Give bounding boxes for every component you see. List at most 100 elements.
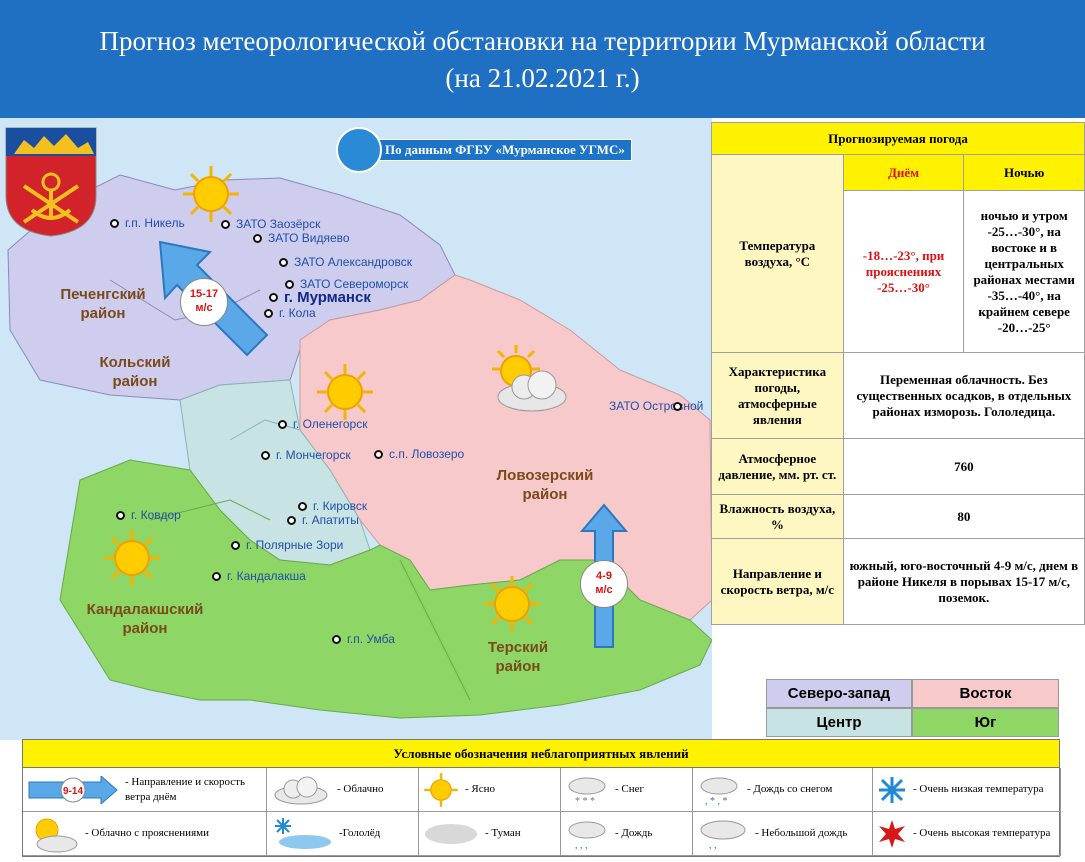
wind-value: южный, юго-восточный 4-9 м/с, днем в рай… <box>842 538 1085 625</box>
city-label: г. Апатиты <box>302 513 359 527</box>
city-label: г.п. Умба <box>347 632 395 646</box>
snowflake-icon <box>877 775 907 805</box>
legend-label: - Облачно с прояснениями <box>85 827 209 840</box>
city-marker <box>279 257 288 267</box>
city-nikel: г.п. Никель <box>110 216 185 230</box>
region-south-label: Юг <box>912 708 1059 737</box>
ugms-logo-icon <box>336 127 382 173</box>
city-vidyaevo: ЗАТО Видяево <box>253 231 350 245</box>
district-suffix: район <box>80 304 126 322</box>
city-ostrovnoy: ЗАТО Островной <box>609 399 703 413</box>
legend-label: - Дождь со снегом <box>747 783 833 796</box>
city-murmansk: г. Мурманск <box>269 289 371 306</box>
city-label: г. Кировск <box>313 499 368 513</box>
city-marker <box>374 449 383 459</box>
ice-icon <box>271 816 333 852</box>
legend-label: - Облачно <box>337 783 384 796</box>
wind-badge-value: 15-17 <box>189 288 219 301</box>
district-suffix: район <box>522 485 568 503</box>
city-kovdor: г. Ковдор <box>116 508 181 522</box>
light-rain-icon: , , <box>697 816 749 852</box>
legend-label: - Туман <box>485 827 521 840</box>
city-label: ЗАТО Александровск <box>294 255 412 269</box>
city-label: г. Мурманск <box>284 289 371 306</box>
city-marker <box>116 510 125 520</box>
wind-badge-northwest: 15-17 м/с <box>180 278 228 326</box>
city-marker <box>231 540 240 550</box>
city-kirovsk: г. Кировск <box>298 499 367 513</box>
city-apatity: г. Апатиты <box>287 513 359 527</box>
city-marker <box>332 634 341 644</box>
city-marker <box>253 233 262 243</box>
legend-item-very-low-temp: - Очень низкая температура <box>873 768 1061 812</box>
legend-label: - Небольшой дождь <box>755 827 848 840</box>
sun-icon <box>484 576 540 632</box>
city-polyarnye-zori: г. Полярные Зори <box>231 538 343 552</box>
city-marker <box>221 219 230 229</box>
temperature-day: -18…-23°, при прояснениях -25…-30° <box>842 190 965 353</box>
sun-icon <box>423 772 459 808</box>
city-label: г. Оленегорск <box>293 417 368 431</box>
legend-item-wind: 9-14 - Направление и скорость ветра днём <box>23 768 267 812</box>
legend-label: - Ясно <box>465 783 496 796</box>
region-map <box>0 118 712 740</box>
city-label: ЗАТО Видяево <box>268 231 350 245</box>
city-monchegorsk: г. Мончегорск <box>261 448 351 462</box>
legend-label: - Направление и скорость ветра днём <box>125 775 245 803</box>
forecast-header: Прогнозируемая погода <box>711 122 1085 155</box>
city-umba: г.п. Умба <box>332 632 395 646</box>
wind-badge-value: 4-9 <box>596 570 612 583</box>
city-severomorsk: ЗАТО Североморск <box>285 277 408 291</box>
snow-icon: * * * <box>565 772 609 808</box>
wind-badge-south: 4-9 м/с <box>580 560 628 608</box>
district-name: Кольский <box>99 354 171 371</box>
wind-badge-unit: м/с <box>595 584 613 596</box>
legend-label: - Дождь <box>615 827 653 840</box>
city-marker <box>673 401 683 411</box>
page-header: Прогноз метеорологической обстановки на … <box>0 0 1085 118</box>
temperature-night: ночью и утром -25…-30°, на востоке и в ц… <box>963 190 1085 353</box>
humidity-label: Влажность воздуха, % <box>711 494 844 539</box>
city-label: ЗАТО Заозёрск <box>236 217 321 231</box>
fog-icon <box>423 821 479 847</box>
region-legend: Северо-запад Восток Центр Юг <box>766 679 1059 737</box>
legend-item-very-high-temp: - Очень высокая температура <box>873 812 1061 856</box>
city-marker <box>261 450 270 460</box>
city-label: г.п. Никель <box>125 216 185 230</box>
region-east-label: Восток <box>912 679 1059 708</box>
city-marker <box>264 308 273 318</box>
page-title: Прогноз метеорологической обстановки на … <box>99 26 986 56</box>
legend-item-light-rain: , , - Небольшой дождь <box>693 812 873 856</box>
legend-wind-badge: 9-14 <box>63 786 83 797</box>
map-shapes <box>7 174 712 719</box>
city-marker <box>287 515 296 525</box>
legend-item-rain-snow: , * , * - Дождь со снегом <box>693 768 873 812</box>
svg-text:, * , *: , * , * <box>705 796 728 807</box>
partly-cloudy-icon <box>27 814 79 854</box>
city-marker <box>278 419 287 429</box>
legend-item-clear: - Ясно <box>419 768 561 812</box>
city-kola: г. Кола <box>264 306 316 320</box>
city-aleksandrovsk: ЗАТО Александровск <box>279 255 412 269</box>
district-name: Кандалакшский <box>86 601 204 618</box>
legend-title: Условные обозначения неблагоприятных явл… <box>23 740 1059 768</box>
cloud-icon <box>271 775 331 805</box>
wind-arrow-icon: 9-14 <box>27 775 119 804</box>
legend-label: - Снег <box>615 783 645 796</box>
city-label: с.п. Ловозеро <box>389 447 465 461</box>
legend-item-partly-cloudy: - Облачно с прояснениями <box>23 812 267 856</box>
svg-text:* * *: * * * <box>575 796 595 807</box>
rain-snow-icon: , * , * <box>697 772 741 808</box>
legend-label: - Очень низкая температура <box>913 783 1044 796</box>
district-name: Печенгский <box>60 286 146 303</box>
humidity-value: 80 <box>842 494 1085 539</box>
city-label: г. Ковдор <box>131 508 181 522</box>
city-marker <box>298 501 307 511</box>
source-banner: По данным ФГБУ «Мурманское УГМС» <box>336 127 632 173</box>
region-south <box>59 459 712 719</box>
temperature-label: Температура воздуха, °С <box>711 154 844 353</box>
region-northwest-label: Северо-запад <box>766 679 912 708</box>
